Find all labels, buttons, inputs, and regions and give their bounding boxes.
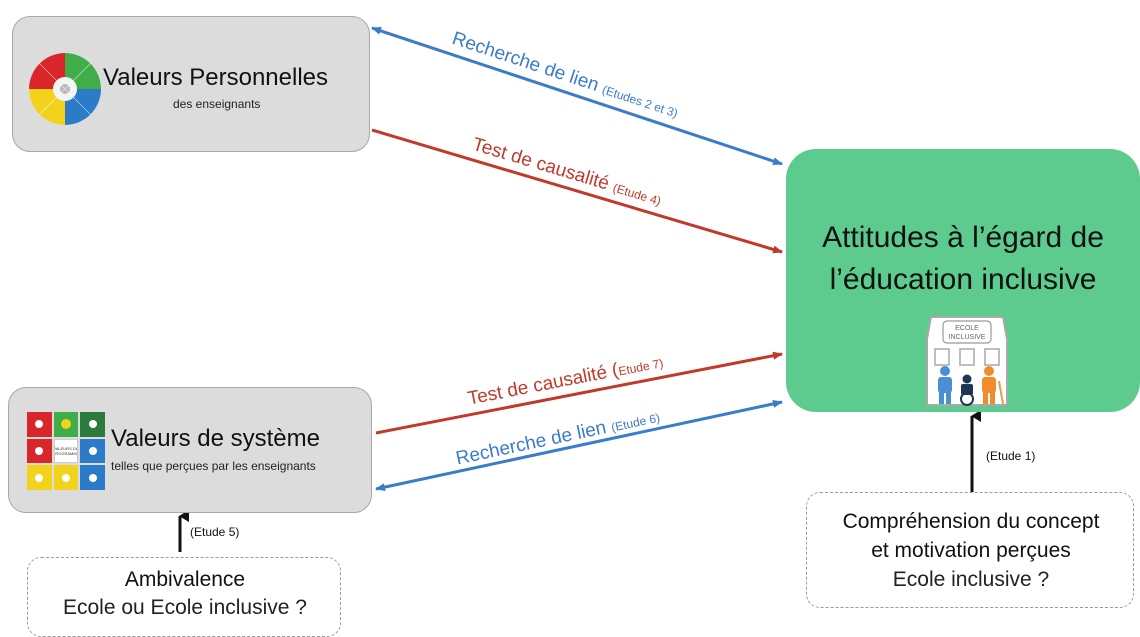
values-grid-icon: VALEURS DU PROGRAMME xyxy=(27,412,105,490)
personal-values-box: Valeurs Personnelles des enseignants xyxy=(12,16,370,152)
comprehension-line3: Ecole inclusive ? xyxy=(892,568,1050,591)
system-values-box: VALEURS DU PROGRAMME Valeurs de système … xyxy=(8,387,372,513)
school-sign-line1: ECOLE xyxy=(955,325,979,332)
personal-values-title: Valeurs Personnelles xyxy=(103,64,329,91)
arrow-top-blue xyxy=(371,26,783,166)
personal-values-subtitle: des enseignants xyxy=(173,97,261,111)
ambivalence-title: Ambivalence xyxy=(124,568,246,591)
attitudes-line1: Attitudes à l’égard de xyxy=(822,221,1104,254)
ambivalence-box: Ambivalence Ecole ou Ecole inclusive ? xyxy=(27,557,341,637)
comprehension-box: Compréhension du concept et motivation p… xyxy=(806,492,1134,608)
study1-label: (Etude 1) xyxy=(986,449,1036,463)
attitudes-line2: l’éducation inclusive xyxy=(829,263,1097,296)
comprehension-line2: et motivation perçues xyxy=(871,539,1071,562)
system-values-subtitle: telles que perçues par les enseignants xyxy=(111,459,316,473)
inclusive-school-icon: ECOLE INCLUSIVE xyxy=(926,316,1008,406)
system-values-title: Valeurs de système xyxy=(111,425,320,452)
attitudes-box: Attitudes à l’égard de l’éducation inclu… xyxy=(786,149,1140,412)
school-sign-line2: INCLUSIVE xyxy=(949,334,986,341)
values-circle-icon xyxy=(29,53,101,125)
ambivalence-subtitle: Ecole ou Ecole inclusive ? xyxy=(63,596,307,619)
grid-center-text: VALEURS DU PROGRAMME xyxy=(53,445,79,456)
comprehension-line1: Compréhension du concept xyxy=(842,510,1100,533)
study5-label: (Etude 5) xyxy=(190,525,240,539)
arrows-layer xyxy=(178,26,981,552)
arrow-bottom-blue xyxy=(375,399,783,492)
arrow-top-red xyxy=(371,128,783,254)
